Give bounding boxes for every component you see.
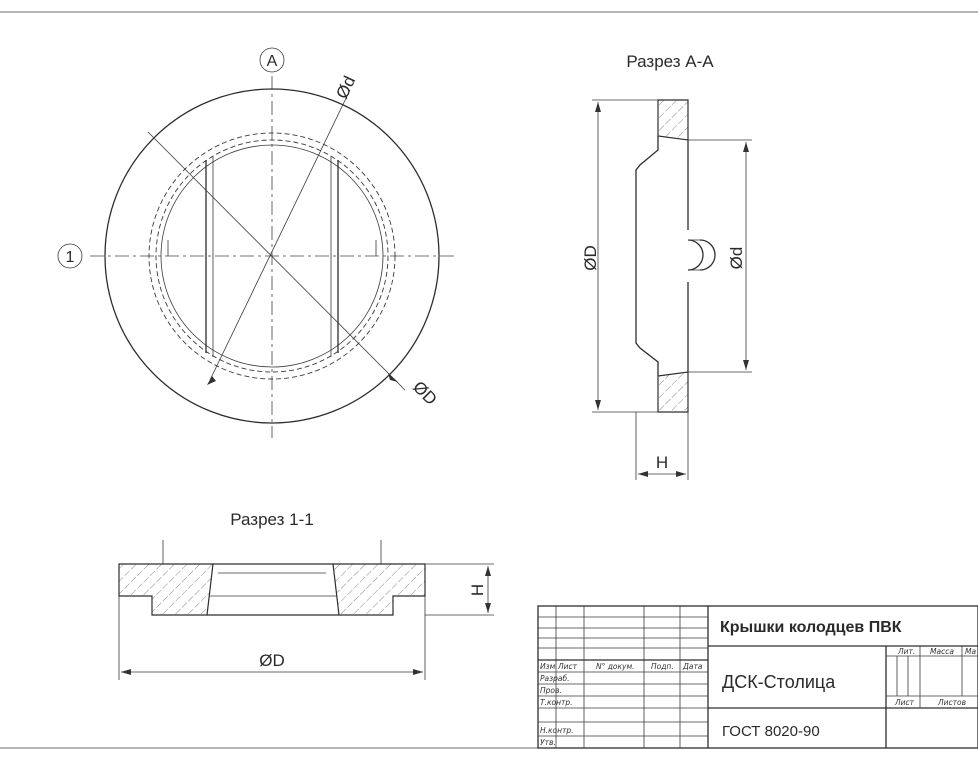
dim-line-small-d <box>209 89 351 381</box>
plan-view: A 1 Ød ØD <box>57 47 458 438</box>
sheet-frame <box>0 11 978 749</box>
col-doc: N° докум. <box>596 662 635 671</box>
right-list: Лист <box>894 698 915 707</box>
plan-dim-large-d: ØD <box>409 377 440 408</box>
axis-a-label: A <box>267 53 278 70</box>
title-block-standard: ГОСТ 8020-90 <box>722 723 820 740</box>
role-utv: Утв. <box>540 738 556 747</box>
handle-knob <box>687 239 704 271</box>
title-block: Крышки колодцев ПВК ДСК-Столица ГОСТ 802… <box>537 605 978 749</box>
title-block-name: Крышки колодцев ПВК <box>720 619 902 636</box>
axis-a-marker <box>259 47 285 73</box>
right-masht: Ма <box>965 647 976 656</box>
col-list: Лист <box>557 662 578 671</box>
role-nkontr: Н.контр. <box>540 726 574 735</box>
section-11: Разрез 1-1 ØD H <box>118 510 494 680</box>
col-izm: Изм <box>540 662 556 671</box>
aa-dim-height: H <box>656 453 668 472</box>
aa-dim-large-d: ØD <box>581 245 600 271</box>
right-listov: Листов <box>937 698 966 707</box>
col-sign: Подп. <box>651 662 674 671</box>
section-aa-title: Разрез А-А <box>626 52 714 71</box>
col-date: Дата <box>682 662 703 671</box>
title-block-company: ДСК-Столица <box>722 672 836 692</box>
right-massa: Масса <box>930 647 954 656</box>
axis-1-label: 1 <box>66 249 75 266</box>
section-11-title: Разрез 1-1 <box>230 510 313 529</box>
plan-dim-small-d: Ød <box>332 73 359 102</box>
dim-line-large-d <box>147 131 406 391</box>
s11-dim-large-d: ØD <box>259 651 285 670</box>
section-aa: Разрез А-А ØD Ød H <box>581 52 752 480</box>
right-lit: Лит. <box>897 647 915 656</box>
axis-1-marker <box>57 243 83 269</box>
aa-dim-small-d: Ød <box>727 247 746 270</box>
role-tkontr: Т.контр. <box>540 698 573 707</box>
role-razrab: Разраб. <box>540 674 569 683</box>
role-prov: Пров. <box>540 686 562 695</box>
s11-dim-height: H <box>468 584 487 596</box>
